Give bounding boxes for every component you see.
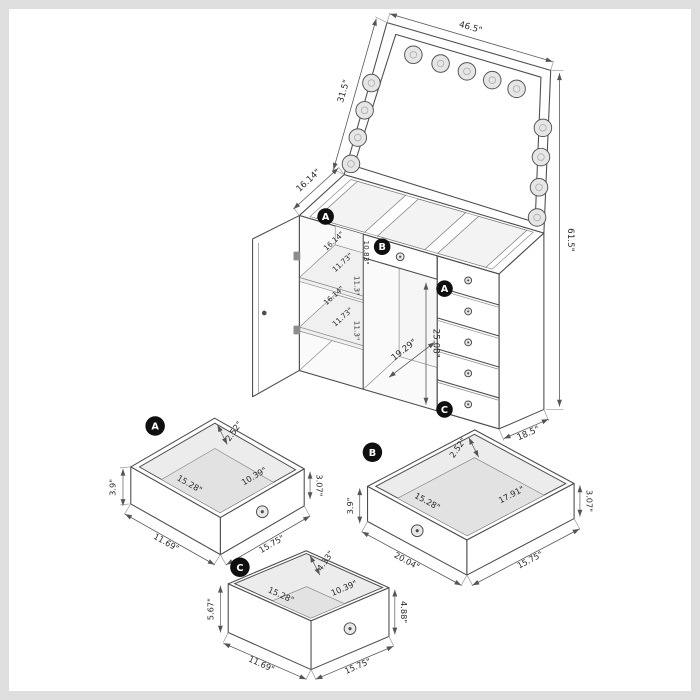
stack-knobs xyxy=(464,276,473,409)
dim-b-inner-height: 3.07" xyxy=(584,490,594,512)
drawer-stack xyxy=(436,255,500,430)
dim-c-outer-width: 15.75" xyxy=(343,656,372,676)
door-hinge-bottom xyxy=(293,325,301,335)
callout-drawer-c: C xyxy=(230,557,250,578)
callout-center-drawer: B xyxy=(373,238,391,256)
drawer-b-detail: 2.52" 15.28" 17.91" 3.07" 3.9" 20.04" 15… xyxy=(345,429,594,586)
dim-b-outer-width: 20.04" xyxy=(392,550,421,572)
svg-text:C: C xyxy=(441,405,448,416)
glass-tray-center xyxy=(376,198,467,251)
door-hinge-top xyxy=(293,251,301,261)
callout-drawer-b: B xyxy=(362,442,383,463)
dim-opening-height: 25.08" xyxy=(430,329,440,358)
callout-stack-bottom-drawer: C xyxy=(436,401,453,418)
dim-c-outer-depth: 11.69" xyxy=(247,654,276,674)
callout-drawer-a: A xyxy=(145,416,165,436)
dim-a-inner-height: 3.07" xyxy=(314,474,324,496)
callout-stack-top-drawer: A xyxy=(436,280,453,297)
svg-text:B: B xyxy=(369,448,376,459)
drawer-c-detail: 4.33" 15.28" 10.39" 4.88" 5.67" 11.69" 1… xyxy=(206,549,409,680)
dim-b-front-height: 3.9" xyxy=(345,497,355,514)
open-cabinet-door xyxy=(252,215,301,398)
dim-a-outer-width: 15.75" xyxy=(257,532,286,554)
dim-a-outer-depth: 11.69" xyxy=(152,531,181,553)
dim-top-gap-height: 10.83" xyxy=(362,240,371,264)
dim-base-depth: 18.5" xyxy=(516,425,542,444)
dim-mirror-height: 31.5" xyxy=(336,79,352,104)
callout-glass-shelf: A xyxy=(317,208,334,225)
svg-text:C: C xyxy=(236,563,243,574)
svg-text:A: A xyxy=(151,422,159,433)
dim-c-inner-height: 4.88" xyxy=(399,601,409,623)
dim-b-outer-depth: 15.75" xyxy=(515,549,544,571)
dim-mid-gap-height: 11.3" xyxy=(352,276,361,296)
svg-text:B: B xyxy=(378,242,385,253)
vanity-assembly: 46.5" 31.5" 16.14" 61.5" 18.5" 25.08" 19… xyxy=(252,12,575,444)
dim-bottom-gap-height: 11.3" xyxy=(352,321,361,341)
dim-mirror-width: 46.5" xyxy=(458,20,483,36)
door-knob xyxy=(261,310,267,316)
drawer-a-detail: 2.52" 15.28" 10.39" 3.07" 3.9" 11.69" 15… xyxy=(108,416,324,566)
dim-overall-height: 61.5" xyxy=(565,228,575,252)
svg-text:A: A xyxy=(441,284,449,295)
dim-c-front-height: 5.67" xyxy=(206,598,216,620)
cabinet-top-trays xyxy=(298,174,545,275)
dim-a-front-height: 3.9" xyxy=(108,479,118,496)
vanity-dimension-diagram: 46.5" 31.5" 16.14" 61.5" 18.5" 25.08" 19… xyxy=(108,12,594,680)
dim-top-depth: 16.14" xyxy=(295,167,323,194)
svg-text:A: A xyxy=(322,212,330,223)
glass-tray-right xyxy=(436,215,528,268)
